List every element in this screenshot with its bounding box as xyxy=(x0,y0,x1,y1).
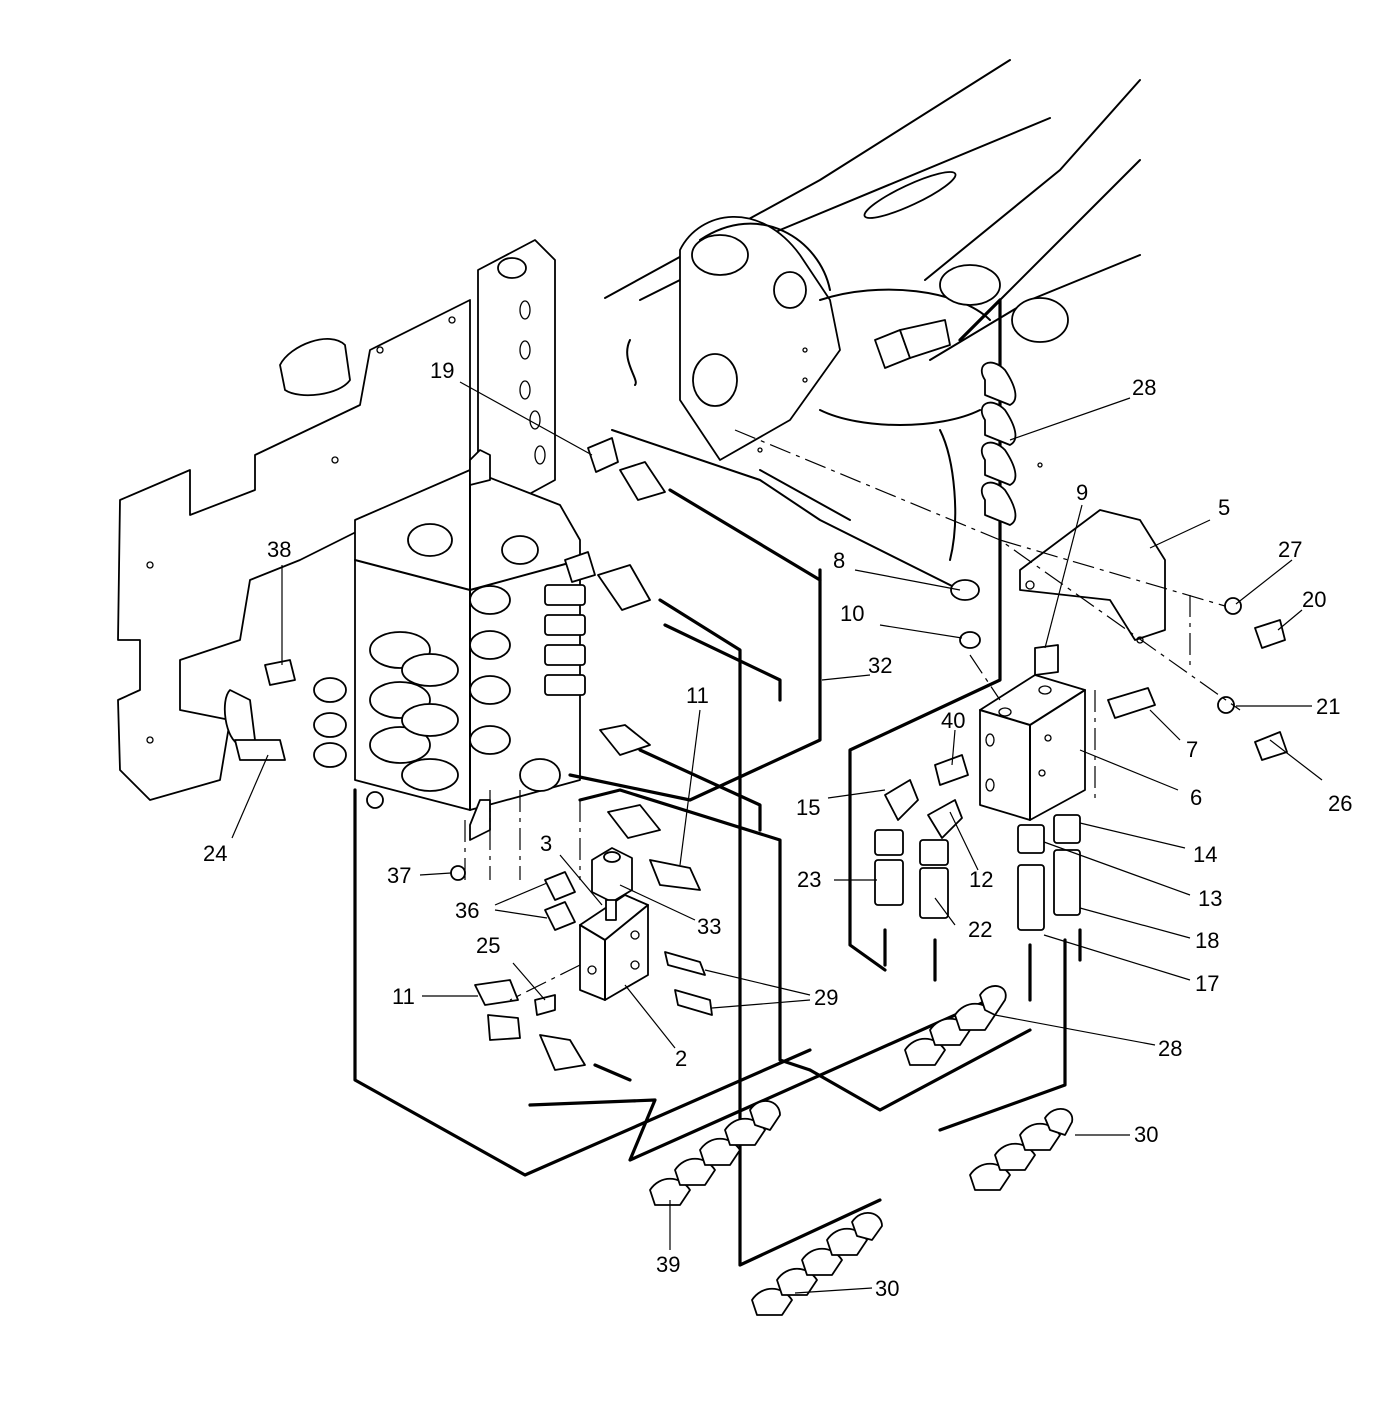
callout-38: 38 xyxy=(267,537,291,562)
callout-8: 8 xyxy=(833,548,845,573)
callout-30-bottom: 30 xyxy=(875,1276,899,1301)
callout-28-bottom: 28 xyxy=(1158,1036,1182,1061)
callout-29: 29 xyxy=(814,985,838,1010)
center-lines xyxy=(464,429,1241,1001)
callout-20: 20 xyxy=(1302,587,1326,612)
leader-lines xyxy=(231,381,1323,1294)
callout-33: 33 xyxy=(697,914,721,939)
callout-27: 27 xyxy=(1278,537,1302,562)
callout-25: 25 xyxy=(476,933,500,958)
callout-26: 26 xyxy=(1328,791,1352,816)
spiral-guards xyxy=(649,361,1074,1316)
callout-6: 6 xyxy=(1190,785,1202,810)
callout-11-lower: 11 xyxy=(392,984,415,1009)
callout-7: 7 xyxy=(1186,737,1198,762)
callout-2: 2 xyxy=(675,1046,687,1071)
callout-10: 10 xyxy=(840,601,864,626)
callout-labels: 19 28 9 5 27 20 8 10 32 38 11 40 21 7 15… xyxy=(203,358,1352,1301)
callout-19: 19 xyxy=(430,358,454,383)
callout-3: 3 xyxy=(540,831,552,856)
mounting-plate xyxy=(117,239,556,801)
callout-30-right: 30 xyxy=(1134,1122,1158,1147)
callout-22: 22 xyxy=(968,917,992,942)
callout-32: 32 xyxy=(868,653,892,678)
callout-36: 36 xyxy=(455,898,479,923)
manifold-block-6 xyxy=(884,509,1288,839)
callout-28-top: 28 xyxy=(1132,375,1156,400)
control-valve xyxy=(313,449,586,841)
callout-12: 12 xyxy=(969,867,993,892)
boom-arm xyxy=(604,59,1141,591)
callout-24: 24 xyxy=(203,841,227,866)
hose-fittings xyxy=(223,319,1081,1071)
callout-37: 37 xyxy=(387,863,411,888)
callout-9: 9 xyxy=(1076,480,1088,505)
hydraulic-hoses xyxy=(353,298,1082,1267)
callout-39: 39 xyxy=(656,1252,680,1277)
callout-13: 13 xyxy=(1198,886,1222,911)
callout-17: 17 xyxy=(1195,971,1219,996)
callout-5: 5 xyxy=(1218,495,1230,520)
callout-11-upper: 11 xyxy=(686,683,709,708)
callout-14: 14 xyxy=(1193,842,1217,867)
valve-block-2 xyxy=(450,847,713,1016)
callout-15: 15 xyxy=(796,795,820,820)
callout-18: 18 xyxy=(1195,928,1219,953)
callout-23: 23 xyxy=(797,867,821,892)
callout-40: 40 xyxy=(941,708,965,733)
callout-21: 21 xyxy=(1316,694,1340,719)
